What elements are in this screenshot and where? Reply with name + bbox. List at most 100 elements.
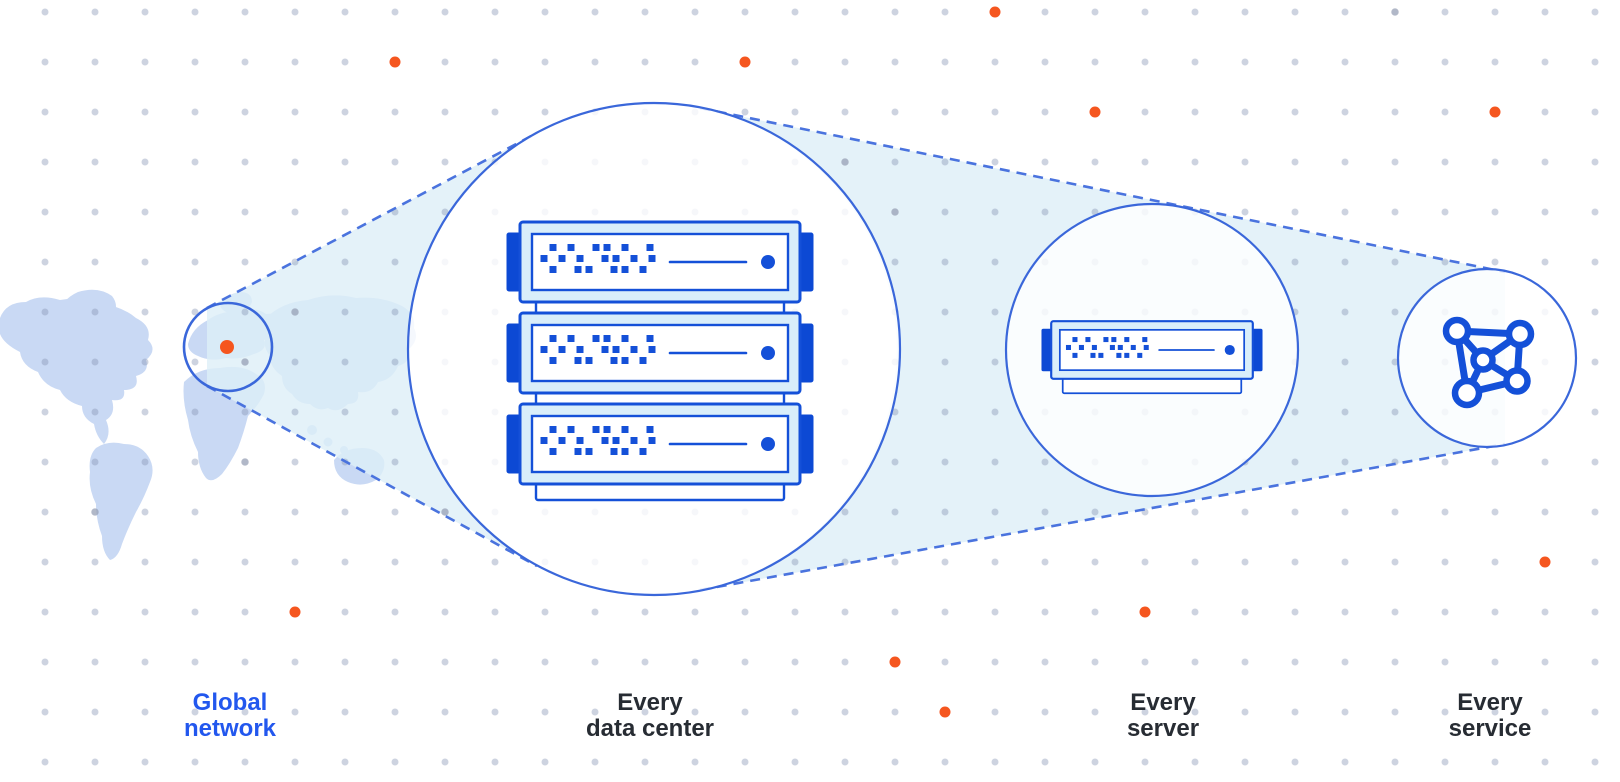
vent-pixel [574,357,582,364]
dark-grid-dots [91,8,1399,516]
server-unit-icon [1041,320,1263,395]
vent-pixel [592,335,600,342]
grid-dot-dark [441,508,449,516]
vent-pixel [646,335,654,342]
dashed-zoom-lines [206,106,1506,592]
orange-grid-dot [739,56,751,68]
network-mesh-icon [1442,316,1535,409]
power-led [1224,344,1235,356]
orange-grid-dot [289,606,301,618]
vent-pixel [610,448,618,455]
vent-pixel [567,244,575,251]
vent-pixel [585,357,593,364]
vent-pixel [630,346,638,353]
vent-pixel [540,437,548,444]
vent-pixel [574,448,582,455]
vent-pixel [601,255,609,262]
power-led [761,255,775,269]
orange-grid-dot [889,656,901,668]
server-faceplate [1058,328,1246,372]
vent-pixel [576,255,584,262]
server-faceplate [530,232,790,292]
vent-pixel [621,266,629,273]
vent-pixel [592,426,600,433]
vent-pixel [648,346,656,353]
vent-pixel [1090,352,1096,358]
vent-pixel [621,357,629,364]
orange-grid-dot [1539,556,1551,568]
label-line: Every [1130,689,1196,716]
vent-pixel [585,448,593,455]
vent-pixel [610,357,618,364]
rack-ear-right [1252,328,1263,372]
vent-pixel [639,266,647,273]
label-every-data-center: Every data center [586,690,714,742]
vent-pixel [585,266,593,273]
vent-pixel [549,244,557,251]
grid-dot-dark [891,208,899,216]
vent-pixel [1116,352,1122,358]
vent-pixel [567,335,575,342]
vent-pixel [1130,344,1136,350]
vent-pixel [612,437,620,444]
server-faceplate [530,414,790,474]
label-line: server [1126,715,1200,742]
orange-accent-dots [289,6,1551,718]
vent-pixel [576,437,584,444]
label-line: network [183,715,277,742]
vent-pixel [630,255,638,262]
vent-pixel [603,335,611,342]
vent-pixel [1091,344,1097,350]
vent-pixel [646,244,654,251]
vent-pixel [540,255,548,262]
rack-ear-left [506,414,521,474]
vent-pixel [1072,352,1078,358]
orange-grid-dot [389,56,401,68]
rack-ear-left [506,323,521,383]
vent-pixel [1142,337,1148,343]
grid-dot-dark [841,158,849,166]
power-led [761,346,775,360]
vent-pixel [1143,344,1149,350]
grid-dot-dark [241,458,249,466]
vent-pixel [621,335,629,342]
vent-pixel [549,426,557,433]
vent-pixel [540,346,548,353]
vent-pixel [549,357,557,364]
vent-pixel [1117,344,1123,350]
vent-pixel [639,357,647,364]
label-every-service: Every service [1449,690,1532,742]
vent-pixel [1137,352,1143,358]
vent-pixel [648,255,656,262]
vent-pixel [603,244,611,251]
vent-pixel [601,437,609,444]
server-rack-stack-icon [506,220,814,502]
vent-pixel [630,437,638,444]
vent-pixel [549,448,557,455]
orange-grid-dot [1489,106,1501,118]
vent-pixel [1098,352,1104,358]
vent-pixel [549,335,557,342]
server-faceplate [530,323,790,383]
vent-pixel [610,266,618,273]
vent-pixel [648,437,656,444]
label-global-network: Global network [184,690,276,742]
vent-pixel [1109,344,1115,350]
orange-grid-dot [989,6,1001,18]
vent-pixel [1111,337,1117,343]
vent-pixel [1124,337,1130,343]
vent-pixel [601,346,609,353]
vent-pixel [576,346,584,353]
vent-pixel [592,244,600,251]
grid-dot-dark [91,508,99,516]
vent-pixel [621,448,629,455]
vent-pixel [574,266,582,273]
vent-pixel [558,255,566,262]
global-network-circle [182,301,274,393]
vent-pixel [1078,344,1084,350]
rack-ear-left [1041,328,1052,372]
vent-pixel [639,448,647,455]
vent-pixel [646,426,654,433]
